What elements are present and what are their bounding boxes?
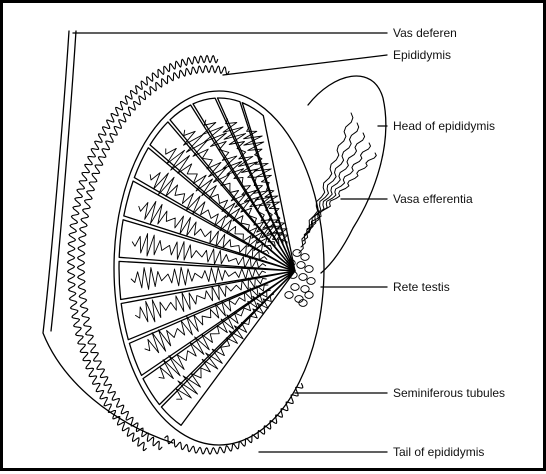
efferent-duct	[307, 153, 376, 229]
label-rete-testis: Rete testis	[393, 280, 450, 294]
rete-cell	[305, 266, 313, 273]
label-vas-deferens: Vas deferen	[393, 26, 457, 40]
rete-cell	[299, 274, 307, 281]
rete-cell	[297, 262, 305, 269]
lobule	[134, 148, 295, 271]
label-seminiferous-tubules: Seminiferous tubules	[393, 386, 505, 400]
seminiferous-tubule	[176, 294, 274, 399]
seminiferous-tubule	[136, 278, 267, 322]
label-head-of-epididymis: Head of epididymis	[393, 119, 495, 133]
seminiferous-tubule	[150, 173, 269, 254]
rete-cell	[301, 254, 309, 261]
rete-cell	[305, 292, 313, 299]
head-of-epididymis-outline	[308, 76, 386, 273]
label-tail-of-epididymis: Tail of epididymis	[393, 445, 484, 459]
leader-epididymis	[223, 55, 387, 75]
rete-cell	[291, 284, 299, 291]
lobule	[119, 261, 295, 299]
lobules	[119, 98, 295, 425]
vas-deferens-tube-inner	[51, 31, 76, 331]
label-vasa-efferentia: Vasa efferentia	[393, 192, 473, 206]
label-epididymis: Epididymis	[393, 48, 451, 62]
rete-cell	[307, 278, 315, 285]
rete-cell	[285, 292, 293, 299]
rete-cell	[293, 250, 301, 257]
testis-diagram: Vas deferen Epididymis Head of epididymi…	[3, 3, 546, 474]
lobule	[218, 98, 296, 271]
seminiferous-tubule	[184, 130, 276, 246]
